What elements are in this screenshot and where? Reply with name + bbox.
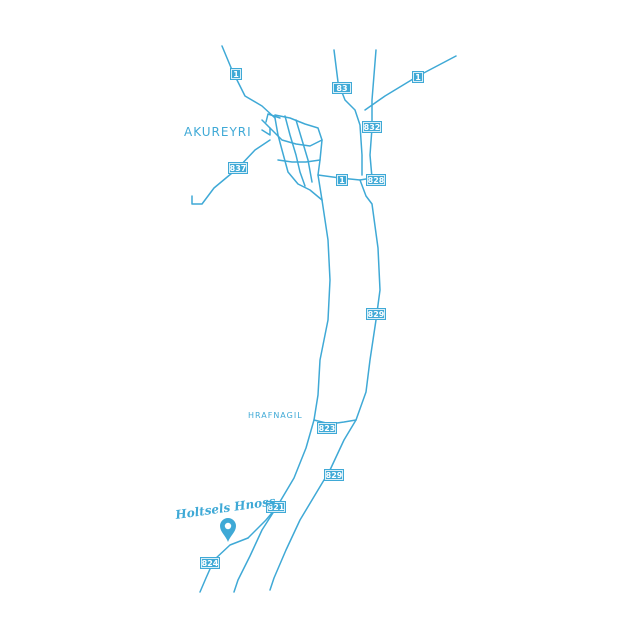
route-shield-box bbox=[366, 308, 386, 320]
route-shield-box bbox=[366, 174, 386, 186]
road-route-821 bbox=[233, 199, 331, 593]
route-shield-border bbox=[229, 163, 247, 173]
route-shield-box bbox=[228, 162, 248, 174]
route-shield-box bbox=[362, 121, 382, 133]
route-shield-1: 1 bbox=[412, 71, 424, 83]
route-shield-border bbox=[325, 470, 343, 480]
route-shield-label: 824 bbox=[202, 559, 219, 568]
route-shield-1: 1 bbox=[336, 174, 348, 186]
route-shield-label: 837 bbox=[230, 164, 247, 173]
road-akureyri-grid bbox=[274, 114, 323, 201]
route-shield-border bbox=[201, 558, 219, 568]
route-shield-box bbox=[332, 82, 352, 94]
route-shield-label: 829 bbox=[326, 471, 343, 480]
route-shield-border bbox=[367, 175, 385, 185]
route-shield-border bbox=[337, 175, 347, 185]
road-akureyri-grid bbox=[284, 115, 306, 187]
route-shield-832: 832 bbox=[362, 121, 382, 133]
route-shield-824: 824 bbox=[200, 557, 220, 569]
route-shield-83: 83 bbox=[332, 82, 352, 94]
route-shield-823: 823 bbox=[317, 422, 337, 434]
road-route-837 bbox=[191, 139, 271, 205]
route-shield-box bbox=[336, 174, 348, 186]
route-shield-border bbox=[413, 72, 423, 82]
road-route-83 bbox=[333, 49, 363, 176]
route-shield-label: 832 bbox=[364, 123, 381, 132]
route-shield-box bbox=[200, 557, 220, 569]
route-shield-label: 1 bbox=[415, 73, 421, 82]
road-akureyri-grid bbox=[295, 119, 313, 183]
destination-marker[interactable]: Holtsels Hnoss bbox=[174, 494, 277, 542]
route-shields: 1 83 1 832 837 1 828 829 823 829 821 824 bbox=[200, 68, 424, 569]
route-shield-829: 829 bbox=[324, 469, 344, 481]
place-label-akureyri: AKUREYRI bbox=[184, 125, 252, 139]
route-shield-label: 1 bbox=[233, 70, 239, 79]
road-akureyri-grid bbox=[261, 119, 271, 136]
route-shield-1: 1 bbox=[230, 68, 242, 80]
route-shield-border bbox=[367, 309, 385, 319]
route-shield-border bbox=[267, 502, 285, 512]
route-shield-box bbox=[317, 422, 337, 434]
road-route-828 bbox=[269, 179, 381, 591]
road-akureyri-grid bbox=[269, 127, 323, 147]
route-shield-label: 829 bbox=[368, 310, 385, 319]
route-shield-837: 837 bbox=[228, 162, 248, 174]
route-shield-box bbox=[412, 71, 424, 83]
route-shield-label: 823 bbox=[319, 424, 336, 433]
route-shield-label: 821 bbox=[268, 503, 285, 512]
map-pin-icon bbox=[220, 518, 236, 542]
route-shield-border bbox=[363, 122, 381, 132]
route-shield-box bbox=[266, 501, 286, 513]
road-route-1-north bbox=[221, 45, 276, 119]
route-shield-821: 821 bbox=[266, 501, 286, 513]
route-shield-box bbox=[324, 469, 344, 481]
place-label-hrafnagil: HRAFNAGIL bbox=[248, 411, 303, 420]
route-shield-label: 828 bbox=[368, 176, 385, 185]
road-route-832 bbox=[369, 49, 377, 179]
route-shield-label: 83 bbox=[336, 84, 347, 93]
route-shield-border bbox=[333, 83, 351, 93]
road-route-1-northeast bbox=[364, 55, 457, 111]
route-shield-box bbox=[230, 68, 242, 80]
route-shield-829: 829 bbox=[366, 308, 386, 320]
road-akureyri-grid bbox=[277, 159, 321, 163]
route-shield-828: 828 bbox=[366, 174, 386, 186]
route-shield-border bbox=[231, 69, 241, 79]
route-shield-border bbox=[318, 423, 336, 433]
route-shield-label: 1 bbox=[339, 176, 345, 185]
road-akureyri-grid bbox=[265, 113, 281, 123]
holtsels-hnoss-logo: Holtsels Hnoss bbox=[174, 494, 277, 522]
